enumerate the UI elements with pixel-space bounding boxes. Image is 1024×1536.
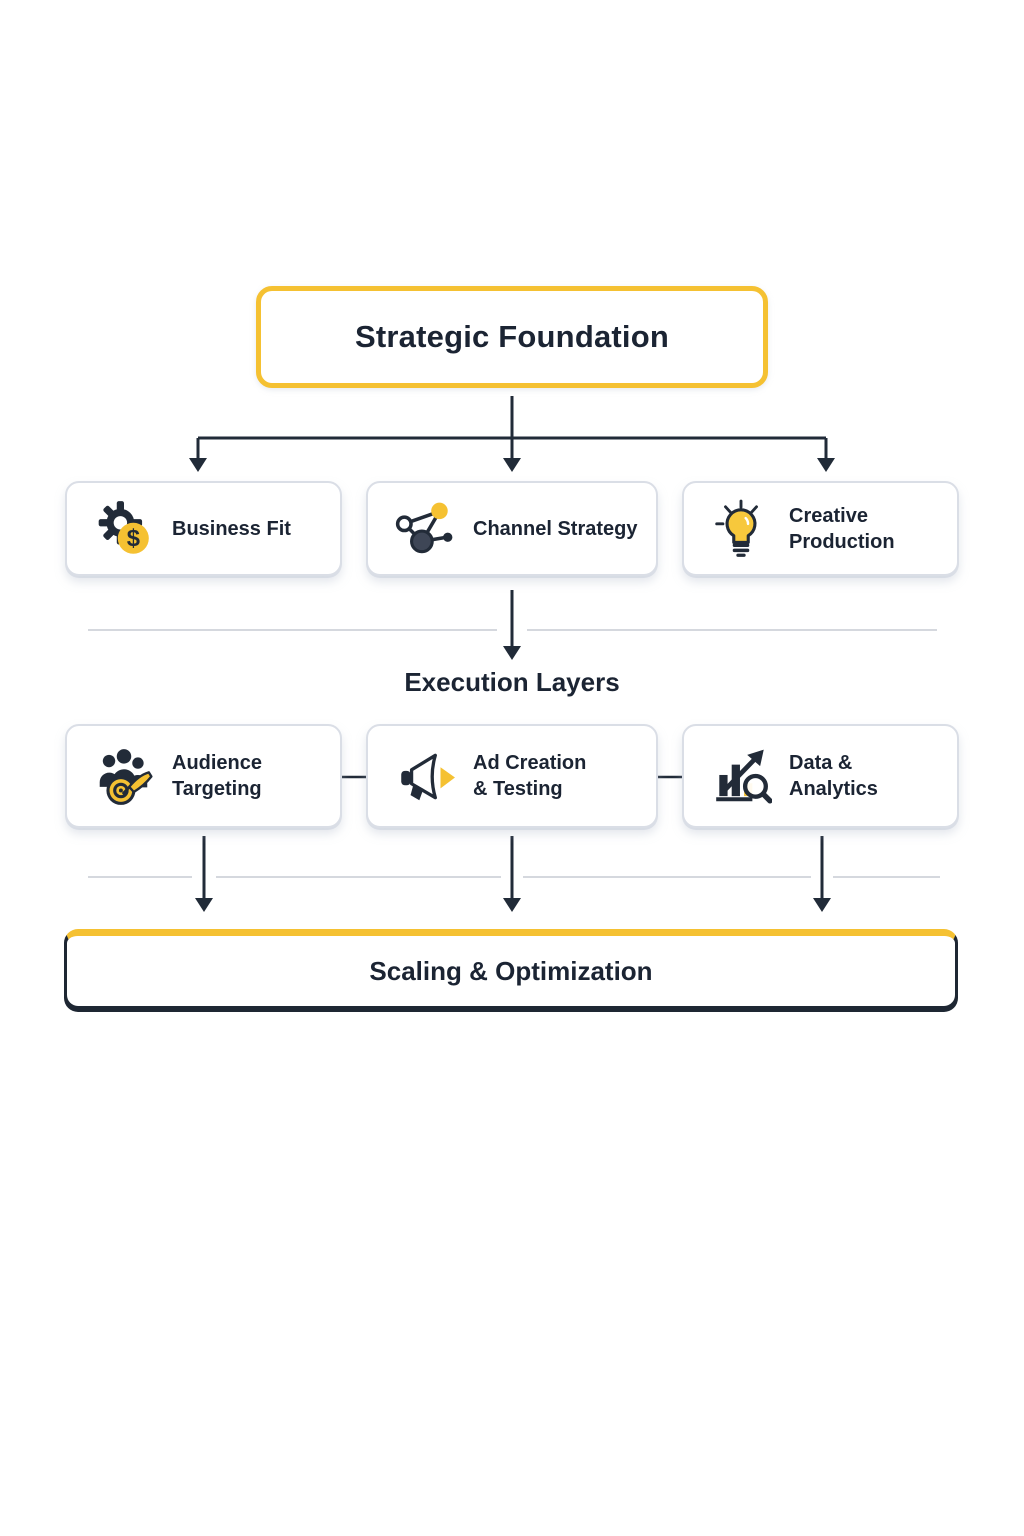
ad-creation-testing-label: Ad Creation & Testing: [473, 752, 587, 800]
node-channel-strategy: Channel Strategy: [366, 481, 658, 576]
section-heading-execution-layers: Execution Layers: [404, 667, 620, 697]
audience-target-icon: [93, 745, 155, 807]
node-scaling-optimization: Scaling & Optimization: [64, 929, 958, 1009]
node-strategic-foundation: Strategic Foundation: [256, 286, 768, 388]
megaphone-icon: [394, 745, 456, 807]
node-creative-production: Creative Production: [682, 481, 959, 576]
node-data-analytics: Data & Analytics: [682, 724, 959, 828]
data-analytics-label: Data & Analytics: [789, 752, 878, 800]
svg-text:$: $: [127, 525, 140, 552]
audience-targeting-label: Audience Targeting: [172, 752, 263, 800]
creative-production-label: Creative Production: [789, 504, 895, 553]
business-fit-label: Business Fit: [172, 517, 291, 540]
gear-dollar-icon: $: [93, 498, 155, 560]
strategic-foundation-label: Strategic Foundation: [355, 319, 669, 354]
lightbulb-icon: [710, 498, 772, 560]
scaling-optimization-label: Scaling & Optimization: [369, 955, 653, 986]
bar-chart-magnifier-icon: [710, 745, 772, 807]
node-audience-targeting: Audience Targeting: [65, 724, 342, 828]
network-nodes-icon: [394, 498, 456, 560]
node-ad-creation-testing: Ad Creation & Testing: [366, 724, 658, 828]
channel-strategy-label: Channel Strategy: [473, 517, 638, 540]
node-business-fit: $ Business Fit: [65, 481, 342, 576]
